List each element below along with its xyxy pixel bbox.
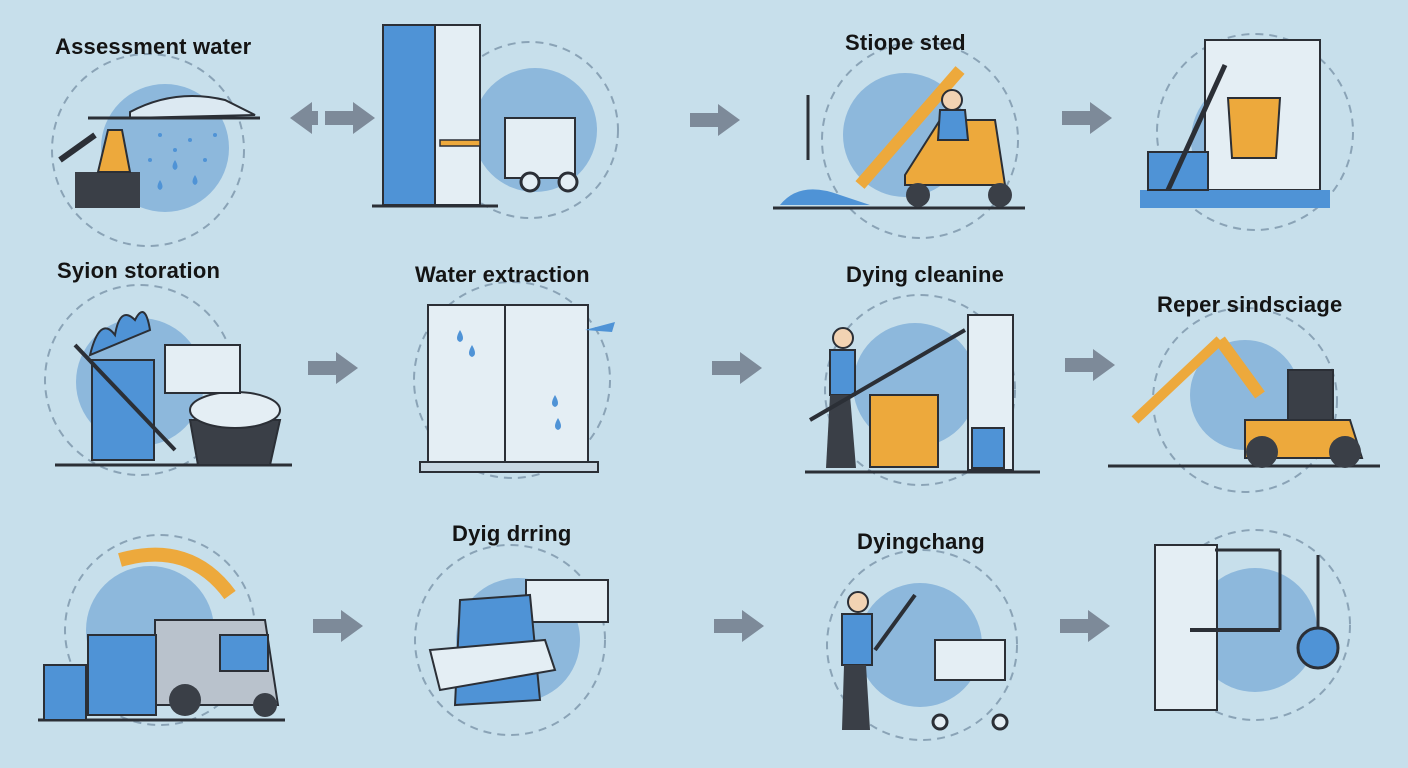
scene-storage [44,284,292,476]
step-label: Water extraction [415,262,590,287]
scene-cleaning [805,294,1040,486]
scene-drying-bin [414,544,609,736]
step-label: Assessment water [55,34,252,59]
scene-assessment-water [51,53,260,247]
step-label: Dying cleanine [846,262,1005,287]
scene-pipe-valve [1154,529,1351,721]
arrow-right [308,352,358,384]
scene-excavator-bins [38,534,285,726]
scene-excavator-repair [1108,307,1380,493]
arrow-right [1062,102,1112,134]
scene-door [372,24,619,219]
arrow-right [690,104,740,136]
arrow-right [1060,610,1110,642]
arrow-right [1065,349,1115,381]
arrow-right [714,610,764,642]
step-label: Stiope sted [845,30,966,55]
scene-cart [826,549,1018,741]
step-label: Dyingchang [857,529,985,554]
scene-vehicle [773,41,1025,239]
arrow-right [712,352,762,384]
arrow-left [290,102,318,134]
step-label: Syion storation [57,258,221,283]
step-label: Reper sindsciage [1157,292,1343,317]
arrow-right [325,102,375,134]
scene-water-extraction [413,281,615,479]
scene-tank [1140,33,1354,231]
arrow-right [313,610,363,642]
step-label: Dyig drring [452,521,572,546]
